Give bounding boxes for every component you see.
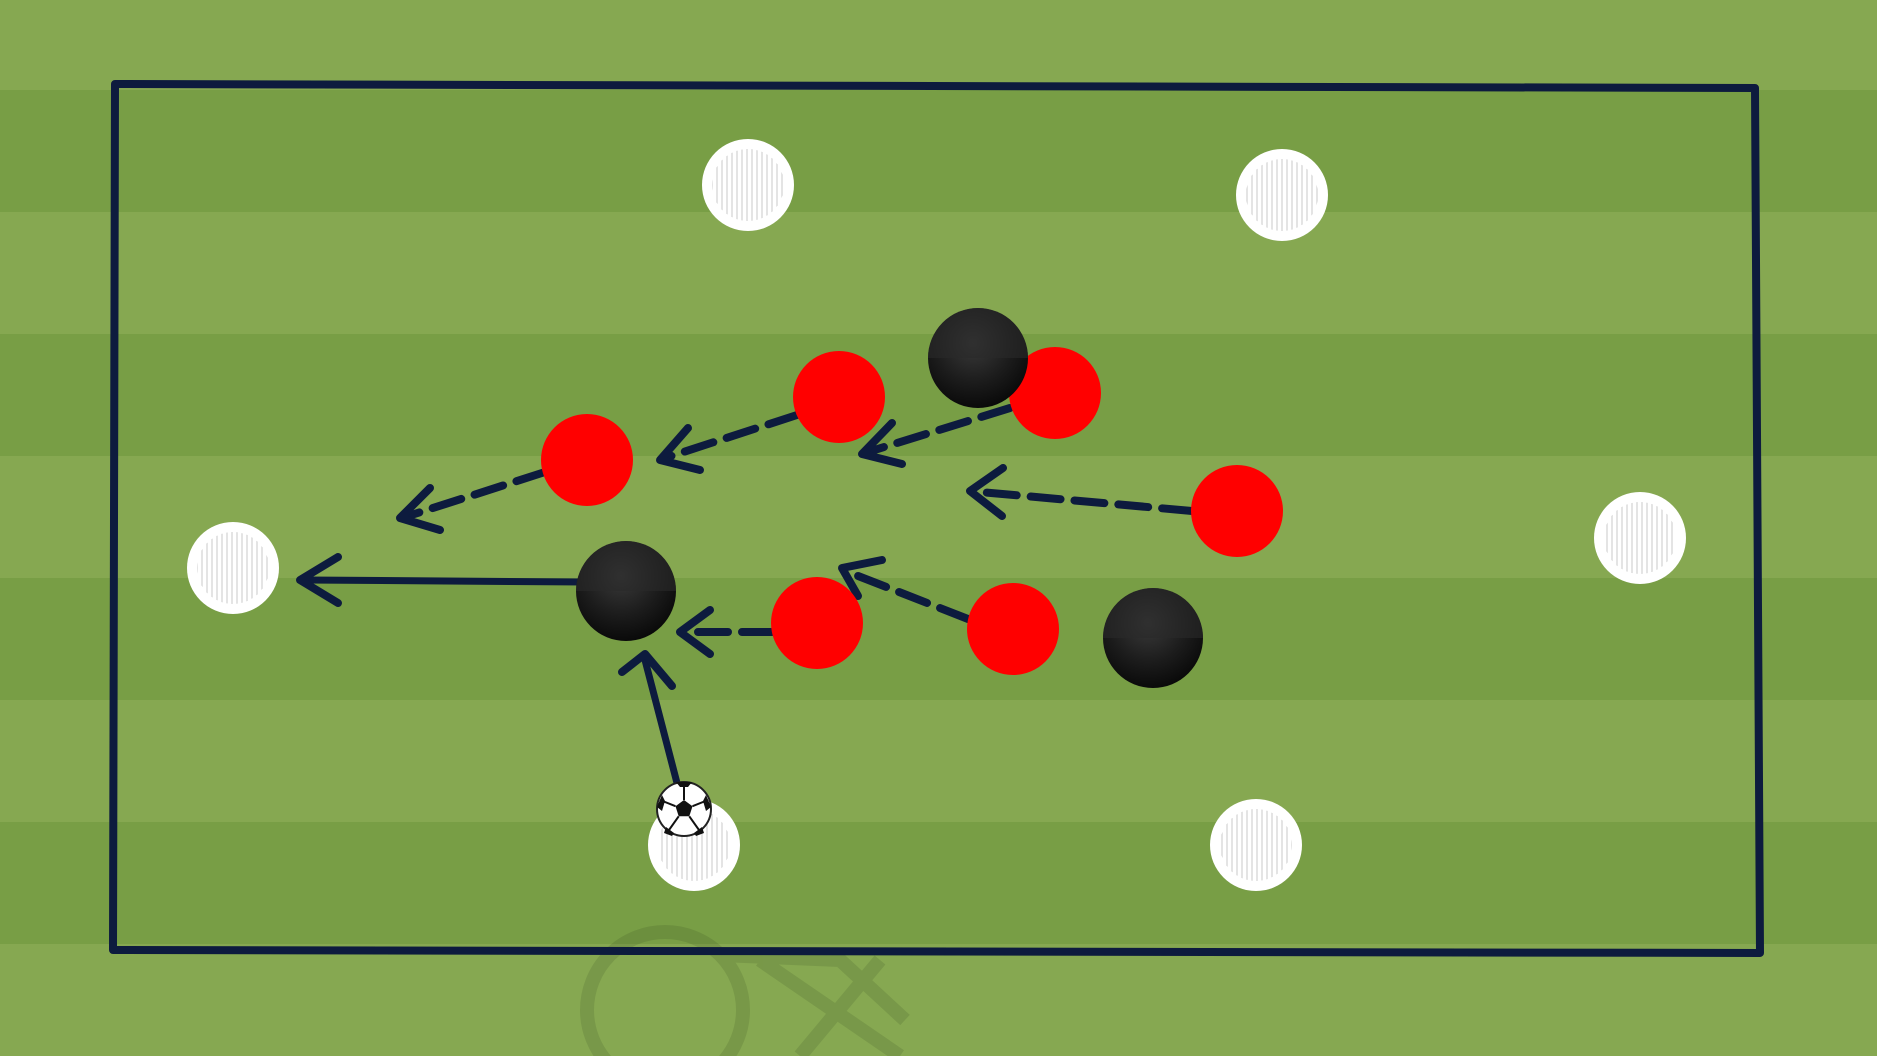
black-player bbox=[928, 308, 1028, 408]
black-team bbox=[576, 308, 1203, 688]
red-player bbox=[967, 583, 1059, 675]
white-player bbox=[702, 139, 794, 231]
white-team bbox=[187, 139, 1686, 891]
red-player bbox=[1009, 347, 1101, 439]
pass-arrow bbox=[641, 656, 681, 787]
run-arrow bbox=[864, 404, 1014, 456]
arrow-head bbox=[858, 419, 906, 468]
soccer-ball-icon bbox=[656, 781, 712, 837]
arrow-head bbox=[618, 650, 676, 690]
black-player bbox=[576, 541, 676, 641]
run-arrow bbox=[844, 568, 972, 623]
red-team bbox=[541, 347, 1283, 675]
red-player bbox=[1191, 465, 1283, 557]
white-player bbox=[1210, 799, 1302, 891]
arrow-head bbox=[396, 484, 444, 534]
arrow-head bbox=[656, 424, 704, 474]
red-player bbox=[771, 577, 863, 669]
arrow-head bbox=[966, 464, 1007, 520]
black-player bbox=[1103, 588, 1203, 688]
run-arrow bbox=[976, 488, 1196, 515]
run-arrow bbox=[401, 468, 549, 521]
movement-arrows bbox=[296, 404, 1196, 787]
arrow-head bbox=[838, 556, 886, 600]
red-player bbox=[793, 351, 885, 443]
run-arrow bbox=[661, 411, 801, 462]
football-logo-watermark bbox=[580, 925, 910, 1056]
white-player bbox=[1236, 149, 1328, 241]
arrow-head bbox=[676, 606, 714, 658]
arrow-head bbox=[296, 553, 342, 607]
pass-arrow bbox=[301, 576, 589, 586]
white-player bbox=[1594, 492, 1686, 584]
red-player bbox=[541, 414, 633, 506]
white-player bbox=[187, 522, 279, 614]
playing-area-boundary bbox=[109, 80, 1764, 957]
